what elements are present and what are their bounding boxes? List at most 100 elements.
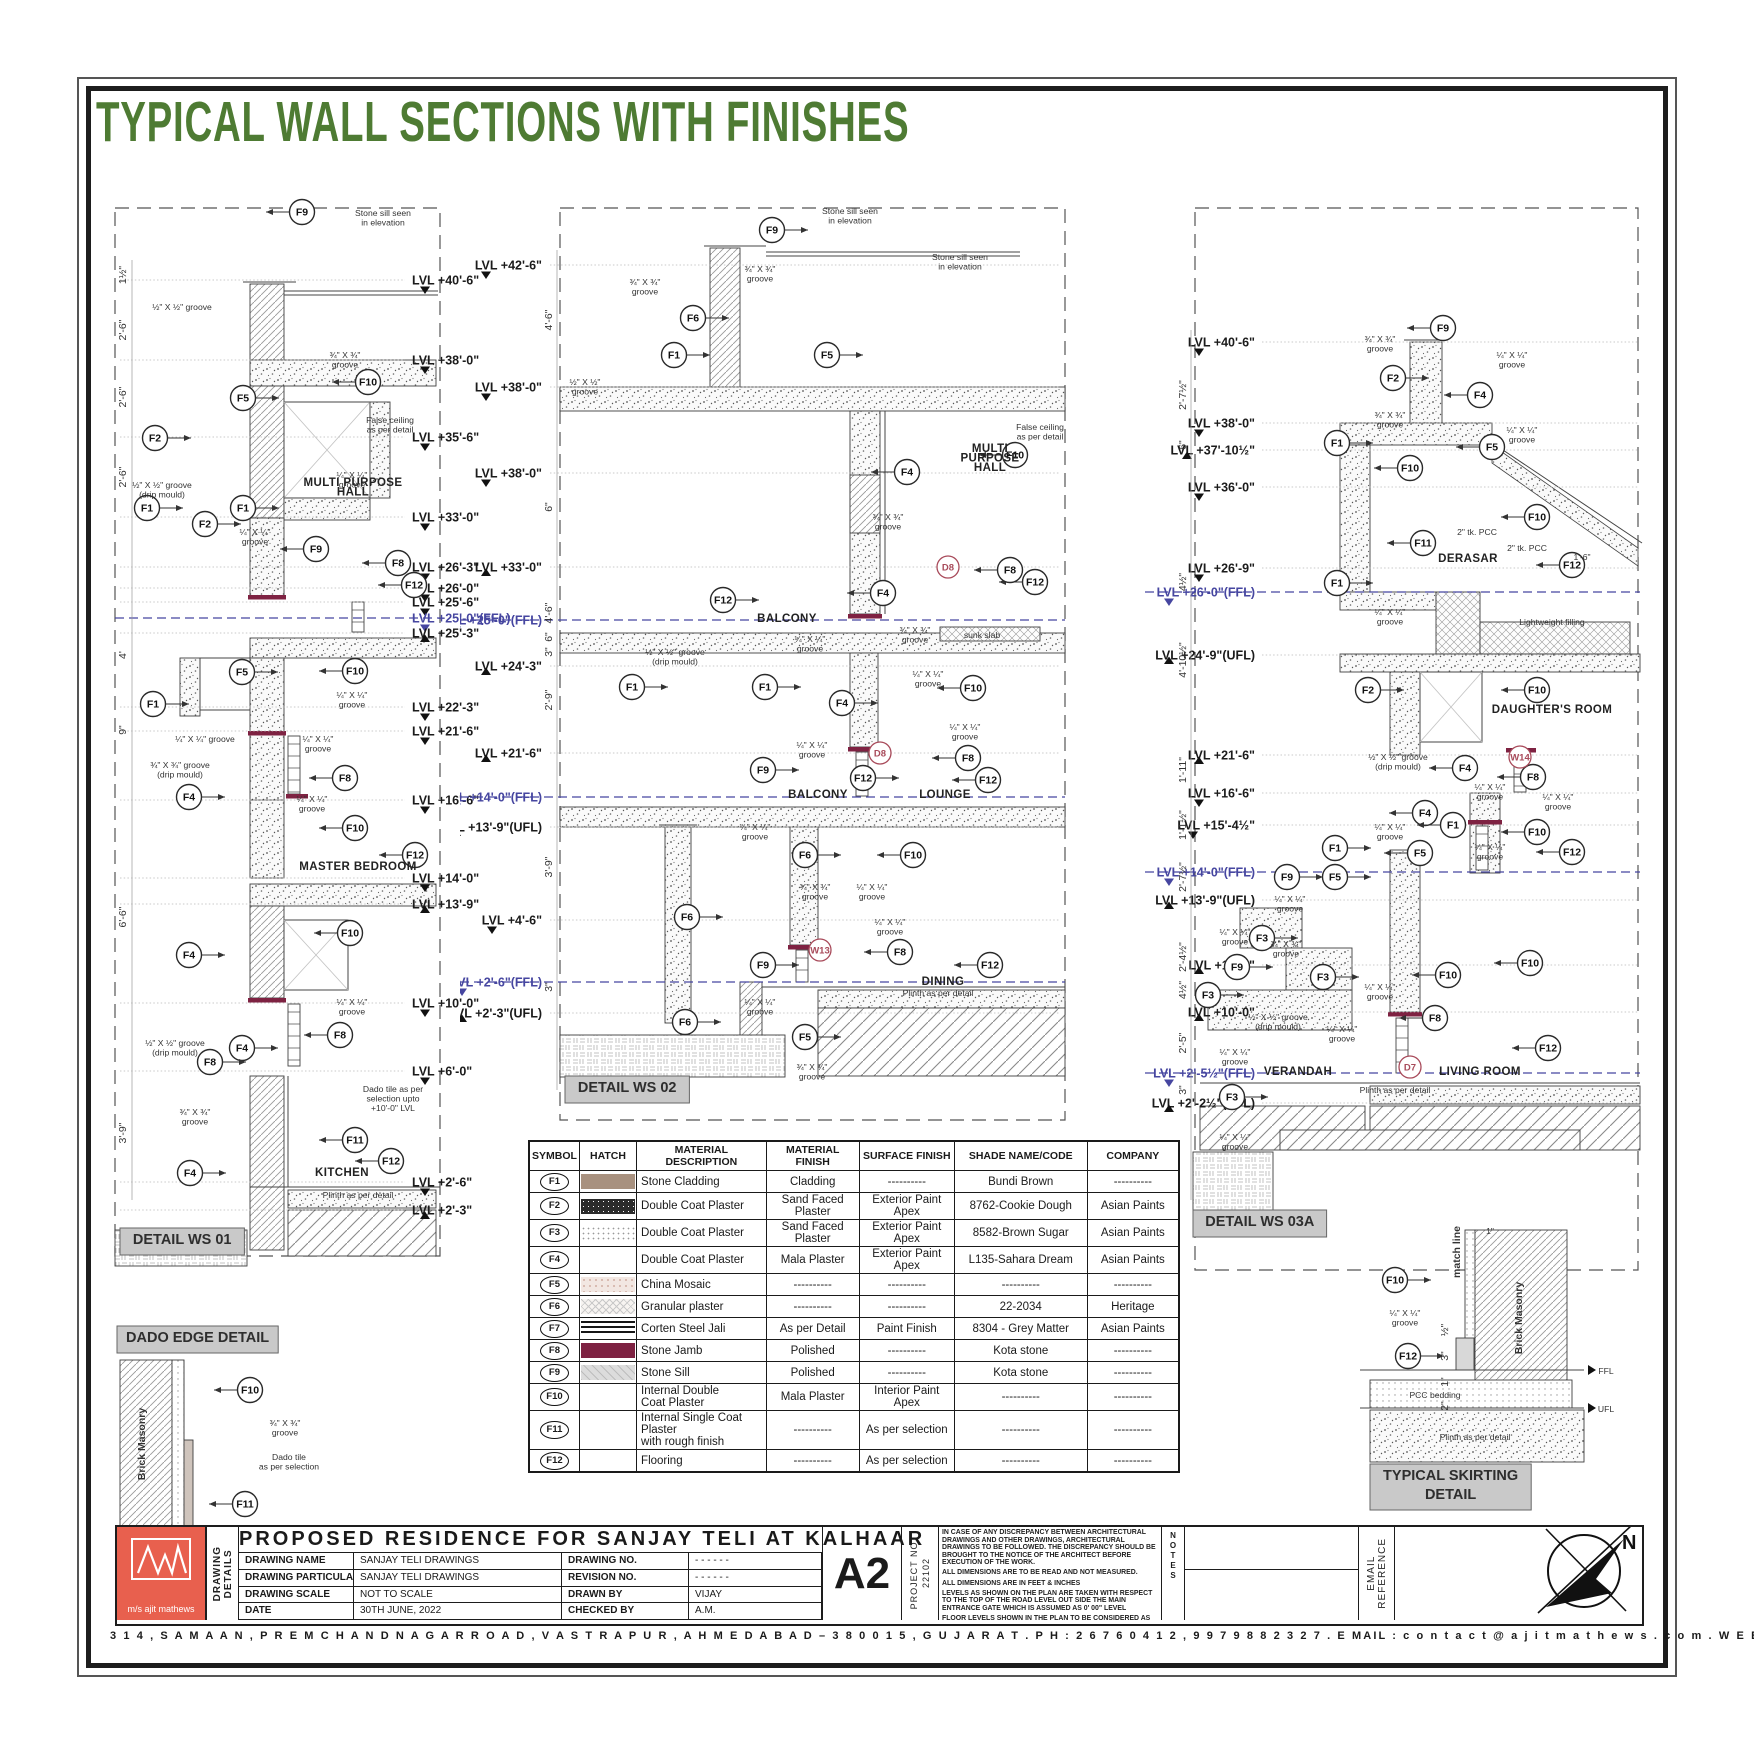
finish-callout — [302, 535, 330, 563]
finish-callout-label: F2 — [149, 433, 161, 445]
cell-description: Granular plaster — [636, 1295, 767, 1318]
level-marker-up — [1194, 1013, 1204, 1021]
level-label: LVL +33'-0" — [475, 561, 542, 575]
annotation: ¼" X ¼"groove — [337, 997, 368, 1017]
finish-callout-label: F8 — [334, 1030, 346, 1042]
finish-callout-label: F9 — [1281, 872, 1293, 884]
cell-description: Internal Double Coat Plaster — [636, 1383, 767, 1411]
level-marker-down — [420, 806, 430, 814]
level-label: LVL +16'-6" — [1188, 787, 1255, 801]
finish-callout-label: F10 — [359, 377, 377, 389]
level-marker-down — [420, 624, 430, 632]
finish-callout — [1273, 863, 1301, 891]
level-label: LVL +10'-0" — [1188, 1006, 1255, 1020]
cell-shade: Kota stone — [953, 1339, 1088, 1362]
symbol-badge: F2 — [539, 1197, 569, 1215]
level-label: LVL +2'-5½"(FFL) — [1153, 1067, 1255, 1081]
detail-title: DADO EDGE DETAIL — [126, 1330, 269, 1346]
finish-callout — [341, 1126, 369, 1154]
annotation: ¼" X ¼"groove — [1220, 1132, 1251, 1152]
level-marker-up — [420, 1211, 430, 1219]
finish-callout-label: F10 — [1528, 827, 1546, 839]
detail-title-box — [564, 1075, 690, 1104]
finish-callout-label: F12 — [1563, 560, 1581, 572]
finish-callout-label: F6 — [681, 912, 693, 924]
level-label: LVL +25'-0"(FFL) — [412, 612, 510, 626]
finish-callout-label: F8 — [1527, 772, 1539, 784]
finish-callout-label: F5 — [236, 667, 248, 679]
hatch-swatch — [580, 1321, 636, 1336]
finish-callout — [400, 571, 428, 599]
symbol-badge: F8 — [539, 1341, 569, 1360]
finish-callout-label: F9 — [757, 765, 769, 777]
annotation: ¼" X ¼"groove — [1507, 425, 1538, 445]
dimension-label: 1" — [1439, 1377, 1451, 1387]
opening-tag-label: W13 — [810, 945, 830, 956]
dimension-label: 6" — [543, 502, 555, 512]
annotation: ¾" X ¾"groove — [1365, 334, 1396, 354]
cell-surface_finish: Exterior Paint Apex — [858, 1246, 955, 1274]
cell-material_finish: Mala Plaster — [765, 1383, 860, 1411]
annotation: sunk slab — [964, 630, 1001, 640]
wall-section-ws03a: LVL +40'-6"LVL +38'-0"LVL +37'-10½"LVL +… — [1145, 207, 1643, 1271]
cell-company: Asian Paints — [1086, 1246, 1180, 1274]
annotation: ¾" X ¾"groove — [800, 882, 831, 902]
field-value: SANJAY TELI DRAWINGS — [354, 1569, 562, 1587]
finish-callout-label: F12 — [1026, 577, 1044, 589]
finish-callout-label: F2 — [1362, 685, 1374, 697]
cell-shade: ---------- — [953, 1273, 1088, 1296]
finish-callout — [1466, 381, 1494, 409]
finish-callout-label: F4 — [836, 698, 848, 710]
hatch-swatch — [580, 1277, 636, 1292]
note-paragraph: IN CASE OF ANY DISCREPANCY BETWEEN ARCHI… — [942, 1529, 1156, 1567]
level-label: LVL +40'-6" — [1188, 336, 1255, 350]
level-marker-down — [1164, 598, 1174, 606]
dimension-label: 6'-6" — [117, 906, 129, 927]
annotation: ½" X ½" groove(drip mould) — [145, 1038, 205, 1058]
finish-callout-label: F12 — [981, 960, 999, 972]
finish-callout-label: F3 — [1317, 972, 1329, 984]
dimension-label: 2'-6" — [117, 386, 129, 407]
note-paragraph: FLOOR LEVELS SHOWN IN THE PLAN TO BE CON… — [942, 1614, 1151, 1620]
dimension-label: 3'-9" — [543, 856, 555, 877]
finish-callout — [1523, 503, 1551, 531]
room-label: LOUNGE — [919, 789, 971, 801]
note-paragraph: LEVELS AS SHOWN ON THE PLAN ARE TAKEN WI… — [942, 1589, 1153, 1612]
level-label: LVL +2'-3"(UFL) — [460, 1007, 542, 1021]
level-label: LVL +38'-0" — [412, 354, 479, 368]
finish-callout — [331, 764, 359, 792]
annotation: ¾" X ¾"groove — [330, 350, 361, 370]
level-marker-up — [1164, 1104, 1174, 1112]
annotation: UFL — [1598, 1404, 1614, 1414]
finish-callout-label: F5 — [821, 350, 833, 362]
cell-material_finish: ---------- — [765, 1410, 860, 1450]
finish-callout — [175, 783, 203, 811]
level-marker-up — [481, 754, 491, 762]
finish-callout — [886, 938, 914, 966]
finish-callout — [1478, 433, 1506, 461]
cell-surface_finish: Exterior Paint Apex — [858, 1192, 955, 1220]
finish-callout-label: F9 — [757, 960, 769, 972]
detail-title: DETAIL WS 03A — [1205, 1214, 1315, 1230]
dimension-label: 2'-5" — [1177, 1032, 1189, 1053]
level-label: LVL +13'-9" — [412, 898, 479, 912]
page-title: TYPICAL WALL SECTIONS WITH FINISHES — [96, 91, 910, 154]
annotation: ½" X ½" groove(drip mould) — [132, 480, 192, 500]
level-label: LVL +13'-9"(UFL) — [460, 821, 542, 835]
level-marker-up — [481, 568, 491, 576]
finish-callout — [1323, 429, 1351, 457]
level-label: LVL +24'-3" — [475, 660, 542, 674]
finish-callout — [1323, 569, 1351, 597]
dimension-label: 4'-6" — [543, 309, 555, 330]
finish-callout — [749, 756, 777, 784]
level-marker-down — [420, 523, 430, 531]
level-label: LVL +25'-3" — [412, 627, 479, 641]
finish-callout-label: F9 — [766, 225, 778, 237]
